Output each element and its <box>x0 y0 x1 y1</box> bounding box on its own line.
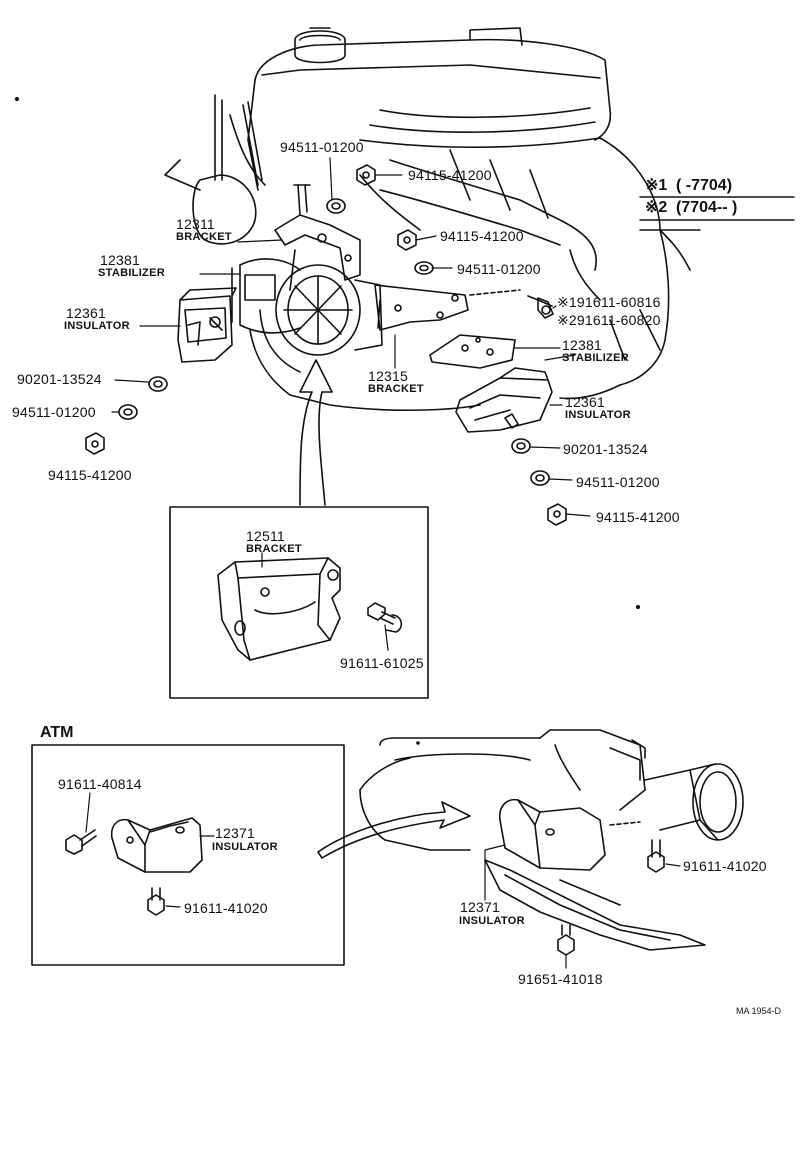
washer-icon <box>511 438 531 454</box>
engine-mount-illustration <box>217 557 341 661</box>
bolt-icon <box>65 829 97 855</box>
washer-icon <box>530 470 550 486</box>
alternator-illustration <box>231 184 521 356</box>
transmission-illustration <box>359 729 744 951</box>
atm-frame <box>31 744 345 966</box>
engine-mount-illustration <box>455 367 553 433</box>
part-number-label: 12315 <box>368 368 408 384</box>
legend-range-1: ( -7704) <box>676 177 733 194</box>
nut-icon <box>85 432 105 455</box>
washer-icon <box>148 376 168 392</box>
part-number-label: 90201-13524 <box>563 441 648 457</box>
part-name-label: BRACKET <box>246 543 302 555</box>
bracket-frame <box>169 506 429 699</box>
part-number-label: ※191611-60816 <box>557 294 661 310</box>
part-name-label: INSULATOR <box>565 409 631 421</box>
part-number-label: 12371 <box>460 899 500 915</box>
part-name-label: BRACKET <box>176 231 232 243</box>
part-number-label: 12361 <box>565 394 605 410</box>
part-number-label: 12311 <box>176 216 215 232</box>
bolt-icon <box>367 602 403 633</box>
washer-icon <box>326 198 346 214</box>
part-name-label: INSULATOR <box>459 915 525 927</box>
part-name-label: INSULATOR <box>64 320 130 332</box>
part-number-label: 91611-41020 <box>184 900 268 916</box>
part-number-label: 94115-41200 <box>596 509 680 525</box>
arrow-icon <box>299 359 333 506</box>
washer-icon <box>414 261 434 275</box>
part-number-label: 94511-01200 <box>280 139 364 155</box>
part-number-label: 91611-41020 <box>683 858 767 874</box>
part-number-label: ※291611-60820 <box>557 312 661 328</box>
part-name-label: STABILIZER <box>98 267 165 279</box>
legend-range-2: (7704-- ) <box>676 199 738 216</box>
engine-mount-illustration <box>429 334 516 369</box>
arrow-icon <box>317 801 471 859</box>
legend-mark-1: ※1 <box>645 177 668 194</box>
part-number-label: 94115-41200 <box>408 167 492 183</box>
part-number-label: 90201-13524 <box>17 371 102 387</box>
nut-icon <box>547 503 567 526</box>
engine-mount-illustration <box>110 817 203 873</box>
part-number-label: 12371 <box>215 825 255 841</box>
part-name-label: BRACKET <box>368 383 424 395</box>
leader-lines <box>111 157 591 517</box>
part-number-label: 12511 <box>246 528 285 544</box>
part-number-label: 94115-41200 <box>48 467 132 483</box>
bolt-icon <box>527 295 554 319</box>
washer-icon <box>118 404 138 420</box>
legend-mark-2: ※2 <box>645 199 668 216</box>
part-number-label: 94511-01200 <box>457 261 541 277</box>
part-number-label: 12361 <box>66 305 106 321</box>
bolt-icon <box>557 924 575 956</box>
part-number-label: 91611-40814 <box>58 776 142 792</box>
engine-illustration <box>164 27 701 412</box>
part-number-label: 12381 <box>100 252 140 268</box>
part-number-label: 91651-41018 <box>518 971 603 987</box>
part-number-label: 94511-01200 <box>12 404 96 420</box>
part-number-label: 94511-01200 <box>576 474 660 490</box>
part-name-label: STABILIZER <box>562 352 629 364</box>
nut-icon <box>356 164 376 186</box>
engine-mount-illustration <box>177 287 237 363</box>
diagram-code: MA 1954-D <box>736 1006 782 1016</box>
part-number-label: 94115-41200 <box>440 228 524 244</box>
part-number-label: 12381 <box>562 337 602 353</box>
part-number-label: 91611-61025 <box>340 655 424 671</box>
bolt-icon <box>647 839 665 873</box>
nut-icon <box>397 229 417 251</box>
section-title-atm: ATM <box>40 724 74 741</box>
part-name-label: INSULATOR <box>212 841 278 853</box>
bolt-icon <box>147 887 165 916</box>
